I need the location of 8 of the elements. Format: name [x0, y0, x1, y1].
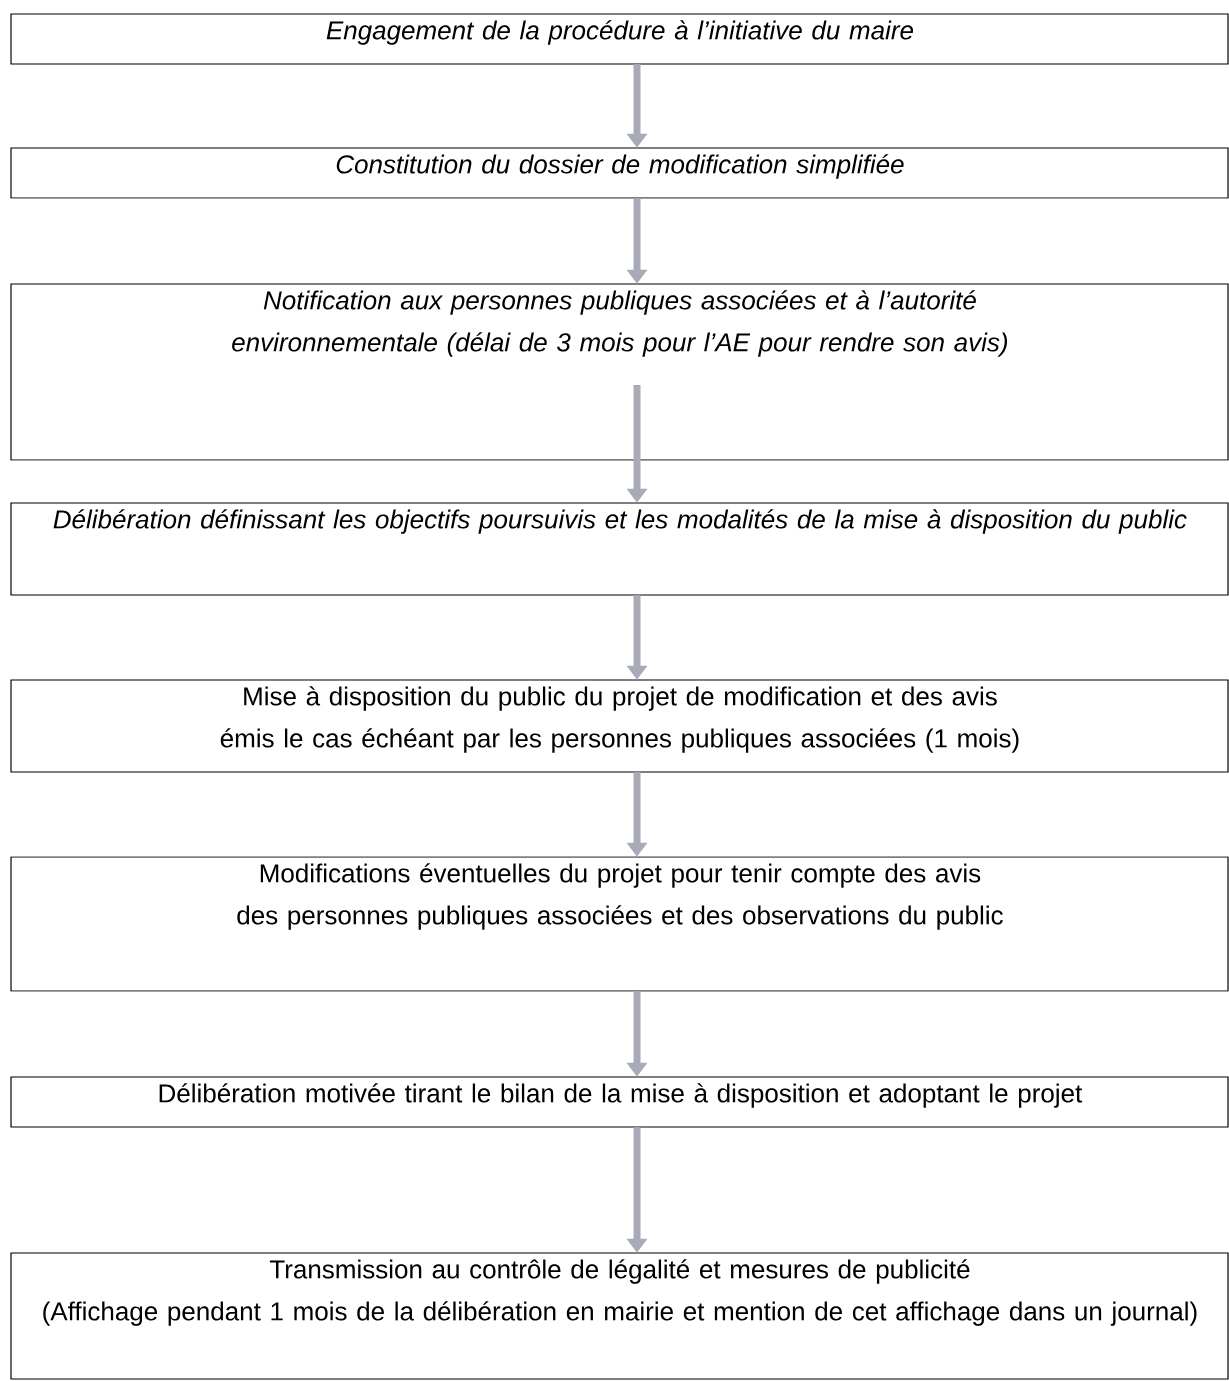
step-box: Modifications éventuelles du projet pour tenir compte des avis des personnes publiques associées et des observations du public — [10, 856, 1229, 992]
step-box: Transmission au contrôle de légalité et mesures de publicité (Affichage pendant 1 mois de la délibération en mairie et mention de cet affichage dans un journal) — [10, 1252, 1229, 1380]
step-box: Constitution du dossier de modification simplifiée — [10, 147, 1229, 199]
step-box: Délibération définissant les objectifs poursuivis et les modalités de la mise à disposition du public — [10, 502, 1229, 596]
step-box: Mise à disposition du public du projet de modification et des avis émis le cas échéant par les personnes publiques associées (1 mois) — [10, 679, 1229, 773]
step-box: Délibération motivée tirant le bilan de la mise à disposition et adoptant le projet — [10, 1076, 1229, 1128]
step-box: Engagement de la procédure à l’initiative du maire — [10, 13, 1229, 65]
step-box: Notification aux personnes publiques associées et à l’autorité environnementale (délai de 3 mois pour l’AE pour rendre son avis) — [10, 283, 1229, 461]
